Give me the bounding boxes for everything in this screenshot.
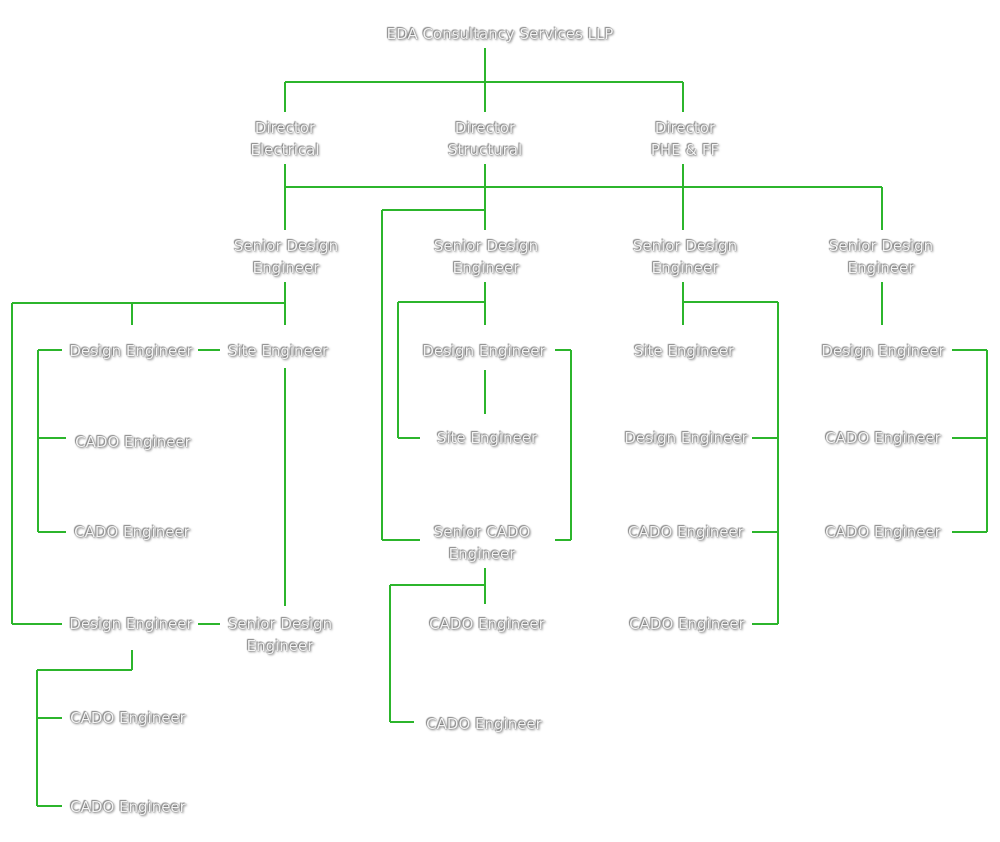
director-phe-node: Director PHE & FF: [646, 117, 724, 161]
role-line-1: Senior Design: [632, 237, 738, 255]
role-line-2: Engineer: [252, 259, 320, 277]
phe-design-engineer-node: Design Engineer: [620, 427, 752, 449]
root-company-node: EDA Consultancy Services LLP: [382, 23, 618, 45]
role-line-1: Senior Design: [233, 237, 339, 255]
structural-senior-cado-engineer-node: Senior CADO Engineer: [429, 521, 535, 565]
role-line-1: Senior CADO: [433, 523, 531, 541]
role-line-2: Engineer: [246, 637, 314, 655]
electrical-site-engineer-node: Site Engineer: [223, 340, 333, 362]
structural-design-engineer-node: Design Engineer: [418, 340, 550, 362]
director-department: Electrical: [250, 141, 320, 159]
director-title: Director: [254, 119, 316, 137]
role-line-1: Senior Design: [828, 237, 934, 255]
role-line-2: Engineer: [651, 259, 719, 277]
role-line-1: Senior Design: [227, 615, 333, 633]
director-department: PHE & FF: [650, 141, 720, 159]
senior-design-engineer-fourth-node: Senior Design Engineer: [824, 235, 938, 279]
electrical-senior-design-engineer-node: Senior Design Engineer: [223, 613, 337, 657]
senior-design-engineer-phe-node: Senior Design Engineer: [628, 235, 742, 279]
structural-cado-engineer-1-node: CADO Engineer: [425, 613, 549, 635]
role-line-2: Engineer: [847, 259, 915, 277]
structural-cado-engineer-2-node: CADO Engineer: [422, 713, 546, 735]
electrical-cado-engineer-3-node: CADO Engineer: [66, 707, 190, 729]
fourth-cado-engineer-1-node: CADO Engineer: [821, 427, 945, 449]
structural-site-engineer-node: Site Engineer: [432, 427, 542, 449]
electrical-design-engineer-2-node: Design Engineer: [65, 613, 197, 635]
phe-site-engineer-node: Site Engineer: [629, 340, 739, 362]
company-name: EDA Consultancy Services LLP: [386, 25, 614, 43]
electrical-cado-engineer-1-node: CADO Engineer: [71, 431, 195, 453]
director-electrical-node: Director Electrical: [246, 117, 324, 161]
fourth-design-engineer-node: Design Engineer: [817, 340, 949, 362]
senior-design-engineer-electrical-node: Senior Design Engineer: [229, 235, 343, 279]
senior-design-engineer-structural-node: Senior Design Engineer: [429, 235, 543, 279]
phe-cado-engineer-2-node: CADO Engineer: [625, 613, 749, 635]
electrical-cado-engineer-2-node: CADO Engineer: [70, 521, 194, 543]
director-title: Director: [454, 119, 516, 137]
electrical-design-engineer-1-node: Design Engineer: [65, 340, 197, 362]
electrical-cado-engineer-4-node: CADO Engineer: [66, 796, 190, 818]
fourth-cado-engineer-2-node: CADO Engineer: [821, 521, 945, 543]
phe-cado-engineer-1-node: CADO Engineer: [624, 521, 748, 543]
role-line-2: Engineer: [452, 259, 520, 277]
director-structural-node: Director Structural: [443, 117, 527, 161]
director-title: Director: [654, 119, 716, 137]
role-line-2: Engineer: [448, 545, 516, 563]
director-department: Structural: [447, 141, 523, 159]
role-line-1: Senior Design: [433, 237, 539, 255]
